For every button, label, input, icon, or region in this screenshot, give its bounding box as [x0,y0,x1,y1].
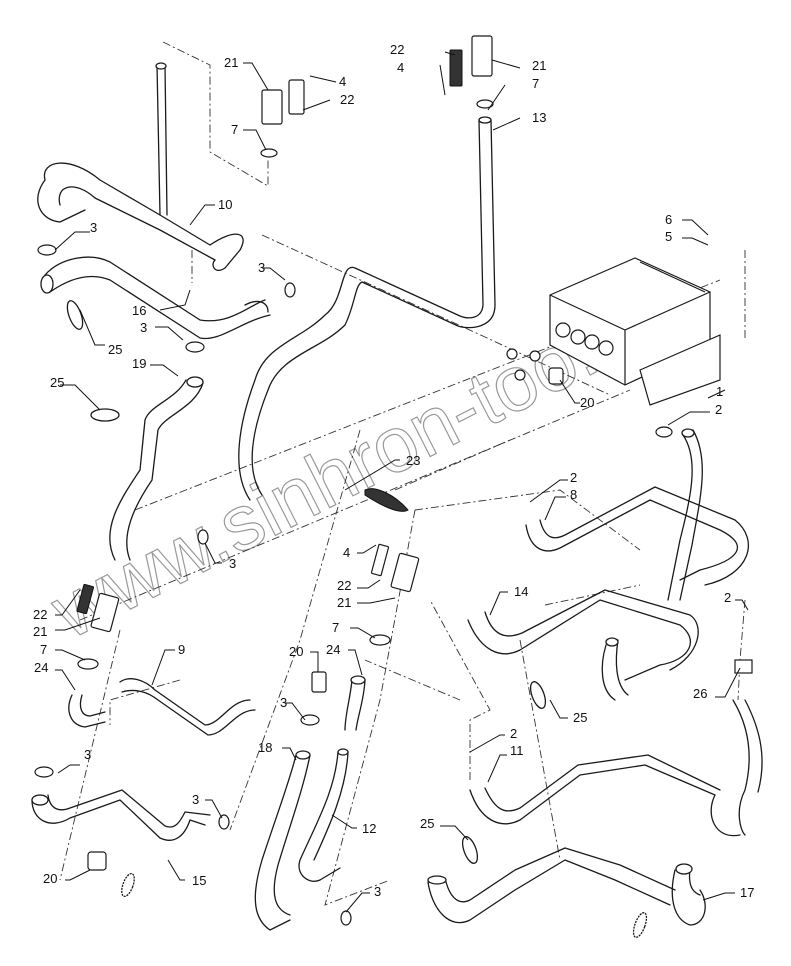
callout-16: 16 [132,303,146,318]
callout-6: 6 [665,212,672,227]
callout-22: 22 [33,607,47,622]
callout-3: 3 [90,220,97,235]
callout-3: 3 [280,695,287,710]
callout-22: 22 [390,42,404,57]
callout-21: 21 [337,595,351,610]
callout-21: 21 [33,624,47,639]
callout-14: 14 [514,584,528,599]
callout-labels: 21 4 22 7 22 4 21 7 13 10 3 3 16 3 25 19… [33,42,754,900]
hose-9 [119,678,256,736]
connector-set-top-left [260,79,305,158]
callout-3: 3 [192,792,199,807]
hose-12 [298,675,366,882]
callout-13: 13 [532,110,546,125]
hose-14 [467,589,699,701]
hose-clamps [34,244,753,926]
callout-leaders [54,51,749,913]
callout-1: 1 [716,384,723,399]
hose-8 [525,428,750,601]
callout-20: 20 [289,644,303,659]
callout-7: 7 [332,620,339,635]
callout-4: 4 [397,60,404,75]
callout-2: 2 [724,590,731,605]
tie-straps [66,300,648,938]
callout-7: 7 [532,76,539,91]
callout-19: 19 [132,356,146,371]
callout-3: 3 [258,260,265,275]
callout-5: 5 [665,229,672,244]
callout-3: 3 [374,884,381,899]
connector-set-left [76,583,120,670]
callout-18: 18 [258,740,272,755]
callout-20: 20 [580,395,594,410]
hose-16 [40,256,271,340]
callout-22: 22 [337,578,351,593]
callout-25: 25 [108,342,122,357]
callout-22: 22 [340,92,354,107]
callout-2: 2 [715,402,722,417]
hose-18 [254,750,311,931]
callout-15: 15 [192,873,206,888]
hose-11 [469,699,763,837]
callout-3: 3 [229,556,236,571]
callout-25: 25 [420,816,434,831]
connector-set-top-right [449,35,494,109]
heater-unit [506,257,721,406]
hose-17 [427,847,706,926]
coupling-20 [87,851,107,871]
callout-21: 21 [532,58,546,73]
hose-15 [31,789,211,871]
hose-13 [238,116,496,501]
callout-3: 3 [140,320,147,335]
connector-set-middle [300,543,420,726]
callout-24: 24 [34,660,48,675]
callout-9: 9 [178,642,185,657]
callout-17: 17 [740,885,754,900]
callout-8: 8 [570,487,577,502]
callout-12: 12 [362,821,376,836]
callout-2: 2 [510,726,517,741]
callout-11: 11 [510,743,524,758]
callout-25: 25 [573,710,587,725]
callout-20: 20 [43,871,57,886]
callout-3: 3 [84,747,91,762]
callout-21: 21 [224,55,238,70]
callout-4: 4 [343,545,350,560]
callout-7: 7 [40,642,47,657]
hose-24 [68,694,106,728]
callout-25: 25 [50,375,64,390]
callout-24: 24 [326,642,340,657]
callout-26: 26 [693,686,707,701]
callout-2: 2 [570,470,577,485]
hose-10 [37,62,244,272]
callout-7: 7 [231,122,238,137]
bracket-23 [364,488,409,512]
callout-10: 10 [218,197,232,212]
callout-23: 23 [406,453,420,468]
callout-4: 4 [339,74,346,89]
hose-19 [109,376,204,561]
